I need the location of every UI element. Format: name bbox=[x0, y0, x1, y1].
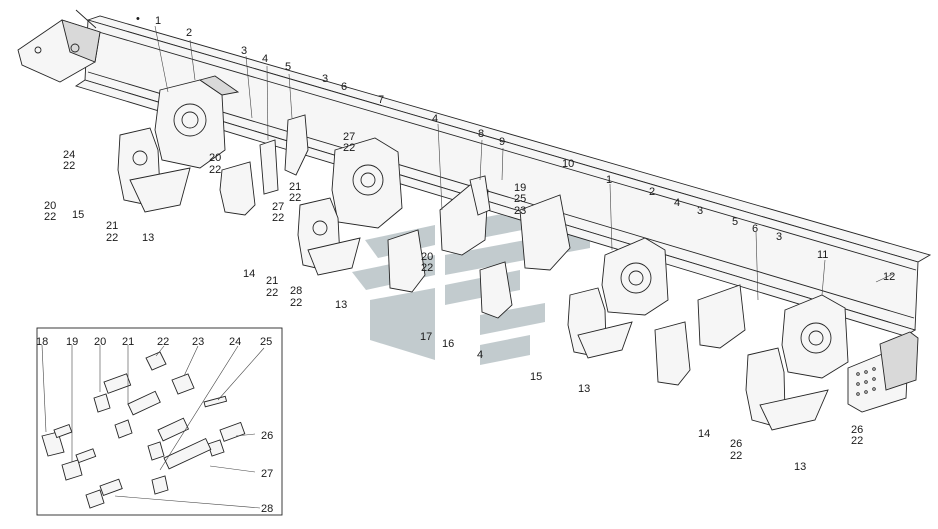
fastener-inset bbox=[36, 327, 283, 516]
bolt-27 bbox=[151, 437, 212, 495]
inset-callout-28: 28 bbox=[261, 503, 273, 515]
callout-3: 3 bbox=[241, 45, 247, 57]
bolt-19 bbox=[61, 448, 97, 481]
bolt-28 bbox=[85, 478, 123, 509]
callout-22: 22 bbox=[106, 232, 118, 244]
callout-4: 4 bbox=[262, 53, 268, 65]
inset-callout-20: 20 bbox=[94, 336, 106, 348]
inset-callout-18: 18 bbox=[36, 336, 48, 348]
callout-22: 22 bbox=[289, 192, 301, 204]
bolt-18 bbox=[41, 423, 73, 457]
callout-20: 20 bbox=[421, 251, 433, 263]
callout-4: 4 bbox=[432, 113, 438, 125]
callout-9: 9 bbox=[499, 136, 505, 148]
callout-1: 1 bbox=[606, 174, 612, 186]
callout-labels: • 1 2 3 4 5 3 6 7 27 22 24 22 20 22 21 2… bbox=[44, 13, 895, 473]
callout-22: 22 bbox=[290, 297, 302, 309]
callout-5: 5 bbox=[732, 216, 738, 228]
nut-22 bbox=[145, 351, 167, 371]
callout-11: 11 bbox=[817, 249, 828, 261]
callout-14: 14 bbox=[698, 428, 710, 440]
callout-13: 13 bbox=[335, 299, 347, 311]
callout-22: 22 bbox=[266, 287, 278, 299]
callout-5: 5 bbox=[285, 61, 291, 73]
callout-23: 23 bbox=[514, 205, 526, 217]
callout-20: 20 bbox=[44, 200, 56, 212]
bracket-set-4 bbox=[567, 284, 829, 431]
bolt-20 bbox=[93, 373, 132, 413]
callout-22: 22 bbox=[851, 435, 863, 447]
pin-25 bbox=[203, 395, 228, 408]
inset-callout-21: 21 bbox=[122, 336, 134, 348]
inset-callout-22: 22 bbox=[157, 336, 169, 348]
callout-6: 6 bbox=[752, 223, 758, 235]
callout-14: 14 bbox=[243, 268, 255, 280]
callout-4: 4 bbox=[674, 197, 680, 209]
frame-rail bbox=[74, 15, 932, 337]
callout-1: 1 bbox=[155, 15, 161, 27]
callout-24: 24 bbox=[63, 149, 75, 161]
spring-hanger-rear bbox=[601, 237, 669, 316]
inset-callout-24: 24 bbox=[229, 336, 241, 348]
callout-2: 2 bbox=[649, 186, 655, 198]
callout-17: 17 bbox=[420, 331, 432, 343]
spring-hanger-mid bbox=[331, 137, 403, 229]
front-bracket bbox=[17, 9, 101, 83]
spring-hanger-end bbox=[781, 294, 849, 379]
callout-27: 27 bbox=[343, 131, 355, 143]
marker-dot: • bbox=[136, 13, 140, 25]
inset-callout-19: 19 bbox=[66, 336, 78, 348]
callout-26: 26 bbox=[730, 438, 742, 450]
callout-7: 7 bbox=[378, 94, 384, 106]
inset-callout-26: 26 bbox=[261, 430, 273, 442]
bolt-26 bbox=[207, 421, 246, 457]
nut-23 bbox=[171, 373, 195, 395]
callout-25: 25 bbox=[514, 193, 526, 205]
callout-10: 10 bbox=[562, 158, 574, 170]
callout-15: 15 bbox=[72, 209, 84, 221]
callout-22: 22 bbox=[421, 262, 433, 274]
rear-bracket bbox=[847, 331, 919, 413]
spring-hanger-front bbox=[154, 75, 240, 169]
callout-22: 22 bbox=[730, 450, 742, 462]
inset-callout-25: 25 bbox=[260, 336, 272, 348]
callout-26: 26 bbox=[851, 424, 863, 436]
callout-3: 3 bbox=[776, 231, 782, 243]
callout-13: 13 bbox=[142, 232, 154, 244]
callout-22: 22 bbox=[44, 211, 56, 223]
callout-21: 21 bbox=[106, 220, 118, 232]
callout-15: 15 bbox=[530, 371, 542, 383]
callout-13: 13 bbox=[578, 383, 590, 395]
inset-callout-23: 23 bbox=[192, 336, 204, 348]
callout-3: 3 bbox=[322, 73, 328, 85]
callout-20: 20 bbox=[209, 152, 221, 164]
callout-22: 22 bbox=[272, 212, 284, 224]
bracket-set-1 bbox=[117, 114, 309, 216]
callout-21: 21 bbox=[266, 275, 278, 287]
inset-callout-27: 27 bbox=[261, 468, 273, 480]
callout-19: 19 bbox=[514, 182, 526, 194]
callout-22: 22 bbox=[343, 142, 355, 154]
callout-13: 13 bbox=[794, 461, 806, 473]
callout-4: 4 bbox=[477, 349, 483, 361]
bracket-set-2 bbox=[297, 197, 361, 276]
bolt-24 bbox=[147, 417, 190, 461]
callout-22: 22 bbox=[63, 160, 75, 172]
bolt-21 bbox=[114, 390, 161, 439]
callout-16: 16 bbox=[442, 338, 454, 350]
callout-28: 28 bbox=[290, 285, 302, 297]
callout-22: 22 bbox=[209, 164, 221, 176]
bracket-set-3 bbox=[387, 175, 571, 319]
leader-lines bbox=[41, 25, 894, 509]
callout-21: 21 bbox=[289, 181, 301, 193]
callout-6: 6 bbox=[341, 81, 347, 93]
callout-27: 27 bbox=[272, 201, 284, 213]
callout-3: 3 bbox=[697, 205, 703, 217]
inset-callout-labels: 18 19 20 21 22 23 24 25 26 27 28 bbox=[36, 336, 273, 515]
callout-2: 2 bbox=[186, 27, 192, 39]
callout-8: 8 bbox=[478, 128, 484, 140]
callout-12: 12 bbox=[883, 271, 895, 283]
